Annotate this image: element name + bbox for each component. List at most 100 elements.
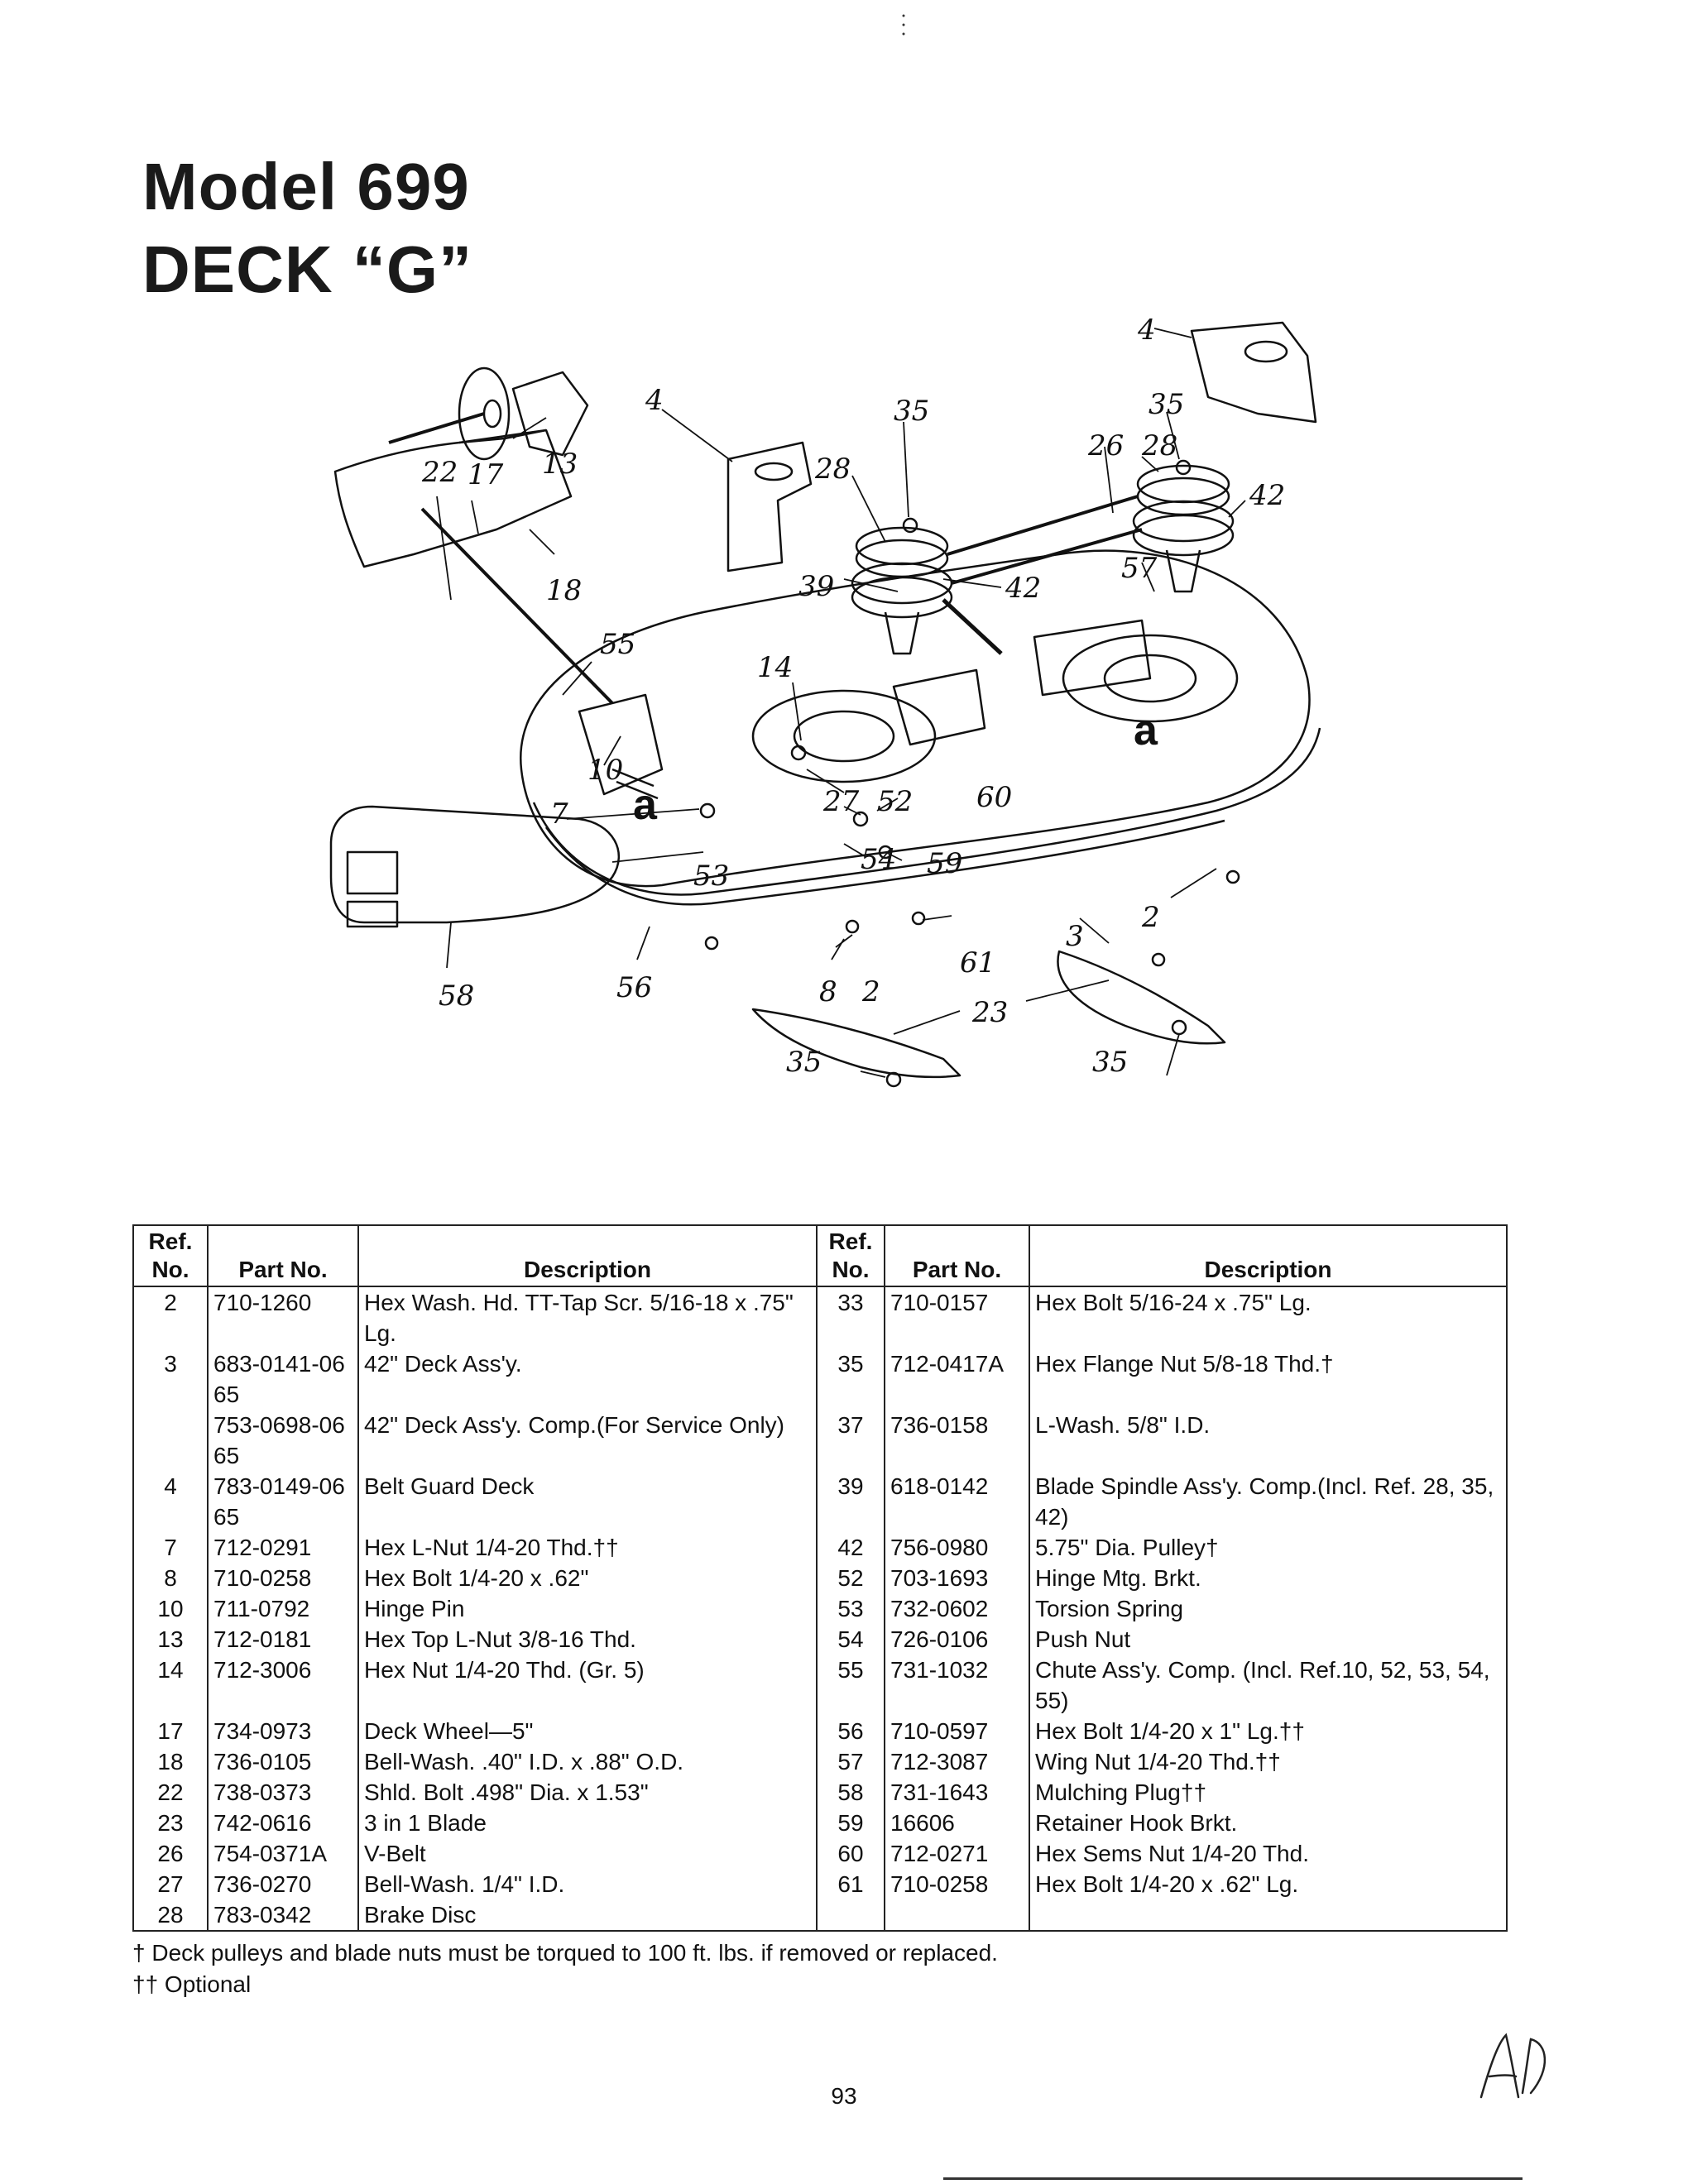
ref-no: 39 bbox=[816, 1471, 885, 1532]
blade-right bbox=[1057, 950, 1226, 1045]
callout-42-left: 42 bbox=[1005, 572, 1041, 605]
table-row: 2 710-1260 Hex Wash. Hd. TT-Tap Scr. 5/1… bbox=[133, 1286, 1507, 1348]
table-row: 14 712-3006 Hex Nut 1/4-20 Thd. (Gr. 5) … bbox=[133, 1655, 1507, 1716]
callout-35-left: 35 bbox=[894, 395, 929, 428]
callout-42-right: 42 bbox=[1249, 479, 1285, 512]
ref-no: 8 bbox=[164, 1565, 177, 1591]
table-row: 4 783-0149-0665 Belt Guard Deck 39 618-0… bbox=[133, 1471, 1507, 1532]
description: Hinge Pin bbox=[357, 1593, 817, 1624]
ref-no bbox=[133, 1410, 208, 1471]
description: Hex Bolt 1/4-20 x .62" Lg. bbox=[1029, 1869, 1507, 1899]
callout-28-right: 28 bbox=[1141, 429, 1177, 462]
description: L-Wash. 5/8" I.D. bbox=[1029, 1410, 1507, 1471]
part-no: 712-0271 bbox=[884, 1838, 1029, 1869]
part-no: 710-0157 bbox=[884, 1286, 1029, 1348]
page-number: 93 bbox=[831, 2083, 857, 2109]
description: Hex Bolt 1/4-20 x .62" bbox=[357, 1563, 817, 1593]
callout-10: 10 bbox=[587, 754, 623, 787]
ref-no: 14 bbox=[157, 1657, 184, 1683]
part-no: 753-0698-0665 bbox=[207, 1410, 358, 1471]
ref-no: 35 bbox=[816, 1348, 885, 1410]
ref-no: 58 bbox=[816, 1777, 885, 1808]
ref-no: 54 bbox=[816, 1624, 885, 1655]
description: Retainer Hook Brkt. bbox=[1029, 1808, 1507, 1838]
scan-speck bbox=[902, 13, 905, 38]
ref-no: 7 bbox=[164, 1535, 177, 1560]
description: Hex Wash. Hd. TT-Tap Scr. 5/16-18 x .75"… bbox=[357, 1286, 817, 1348]
belt-guard-right bbox=[1190, 321, 1317, 424]
callout-14: 14 bbox=[757, 651, 793, 684]
description: Shld. Bolt .498" Dia. x 1.53" bbox=[357, 1777, 817, 1808]
part-no: 736-0158 bbox=[884, 1410, 1029, 1471]
part-no: 16606 bbox=[884, 1808, 1029, 1838]
callout-a-left: a bbox=[633, 781, 658, 829]
part-no: 710-1260 bbox=[207, 1286, 358, 1348]
ref-no: 52 bbox=[816, 1563, 885, 1593]
description: 42" Deck Ass'y. bbox=[357, 1348, 817, 1410]
part-no: 712-3006 bbox=[207, 1655, 358, 1716]
callout-22: 22 bbox=[421, 456, 458, 489]
callout-52: 52 bbox=[877, 785, 913, 818]
ref-no bbox=[816, 1899, 885, 1931]
callout-7: 7 bbox=[550, 797, 568, 831]
callout-27: 27 bbox=[822, 785, 860, 818]
table-row: 26 754-0371A V-Belt 60 712-0271 Hex Sems… bbox=[133, 1838, 1507, 1869]
v-belt bbox=[947, 495, 1143, 585]
callout-57: 57 bbox=[1121, 552, 1158, 585]
ref-no: 18 bbox=[157, 1749, 184, 1774]
part-no: 783-0342 bbox=[207, 1899, 358, 1931]
part-no: 710-0258 bbox=[884, 1869, 1029, 1899]
callout-54: 54 bbox=[861, 843, 896, 876]
description: Mulching Plug†† bbox=[1029, 1777, 1507, 1808]
part-no: 712-0181 bbox=[207, 1624, 358, 1655]
table-row: 7 712-0291 Hex L-Nut 1/4-20 Thd.†† 42 75… bbox=[133, 1532, 1507, 1563]
description: Wing Nut 1/4-20 Thd.†† bbox=[1029, 1746, 1507, 1777]
table-row: 23 742-0616 3 in 1 Blade 59 16606 Retain… bbox=[133, 1808, 1507, 1838]
ref-no: 53 bbox=[816, 1593, 885, 1624]
description: Hex Nut 1/4-20 Thd. (Gr. 5) bbox=[357, 1655, 817, 1716]
callout-4-right: 4 bbox=[1137, 314, 1156, 347]
description: Belt Guard Deck bbox=[357, 1471, 817, 1532]
part-no: 731-1032 bbox=[884, 1655, 1029, 1716]
description: Deck Wheel—5" bbox=[357, 1716, 817, 1746]
table-row: 10 711-0792 Hinge Pin 53 732-0602 Torsio… bbox=[133, 1593, 1507, 1624]
ref-no: 22 bbox=[157, 1779, 184, 1805]
ref-no: 27 bbox=[157, 1871, 184, 1897]
header-ref-no-right: Ref.No. bbox=[816, 1225, 885, 1287]
ref-no: 28 bbox=[157, 1902, 184, 1928]
callout-8: 8 bbox=[819, 975, 837, 1008]
part-no: 703-1693 bbox=[884, 1563, 1029, 1593]
callout-17: 17 bbox=[468, 458, 504, 491]
description: Torsion Spring bbox=[1029, 1593, 1507, 1624]
table-row: 753-0698-0665 42" Deck Ass'y. Comp.(For … bbox=[133, 1410, 1507, 1471]
exploded-parts-diagram: 4 4 35 35 28 28 26 42 42 22 17 13 18 39 … bbox=[329, 314, 1321, 1088]
part-no: 736-0105 bbox=[207, 1746, 358, 1777]
callout-a-right: a bbox=[1134, 706, 1158, 754]
callout-55: 55 bbox=[600, 628, 635, 661]
title-deck: DECK “G” bbox=[142, 232, 473, 306]
spindle-opening-right bbox=[1062, 634, 1239, 723]
callout-28-left: 28 bbox=[814, 453, 851, 486]
part-no: 710-0597 bbox=[884, 1716, 1029, 1746]
deck-housing bbox=[519, 549, 1311, 888]
ref-no: 13 bbox=[157, 1626, 184, 1652]
callout-26: 26 bbox=[1087, 429, 1124, 462]
ref-no: 23 bbox=[157, 1810, 184, 1836]
ref-no: 55 bbox=[816, 1655, 885, 1716]
table-row: 28 783-0342 Brake Disc bbox=[133, 1899, 1507, 1931]
ref-no: 3 bbox=[164, 1351, 177, 1377]
description: Bell-Wash. .40" I.D. x .88" O.D. bbox=[357, 1746, 817, 1777]
ref-no: 60 bbox=[816, 1838, 885, 1869]
table-row: 8 710-0258 Hex Bolt 1/4-20 x .62" 52 703… bbox=[133, 1563, 1507, 1593]
callout-53: 53 bbox=[693, 860, 729, 893]
description: Bell-Wash. 1/4" I.D. bbox=[357, 1869, 817, 1899]
part-no: 618-0142 bbox=[884, 1471, 1029, 1532]
callout-13: 13 bbox=[542, 448, 578, 481]
part-no: 756-0980 bbox=[884, 1532, 1029, 1563]
callout-2-left: 2 bbox=[861, 975, 880, 1008]
footnote-single-dagger: † Deck pulleys and blade nuts must be to… bbox=[132, 1940, 998, 1966]
part-no: 734-0973 bbox=[207, 1716, 358, 1746]
header-description-left: Description bbox=[357, 1225, 817, 1287]
table-row: 13 712-0181 Hex Top L-Nut 3/8-16 Thd. 54… bbox=[133, 1624, 1507, 1655]
part-no: 754-0371A bbox=[207, 1838, 358, 1869]
